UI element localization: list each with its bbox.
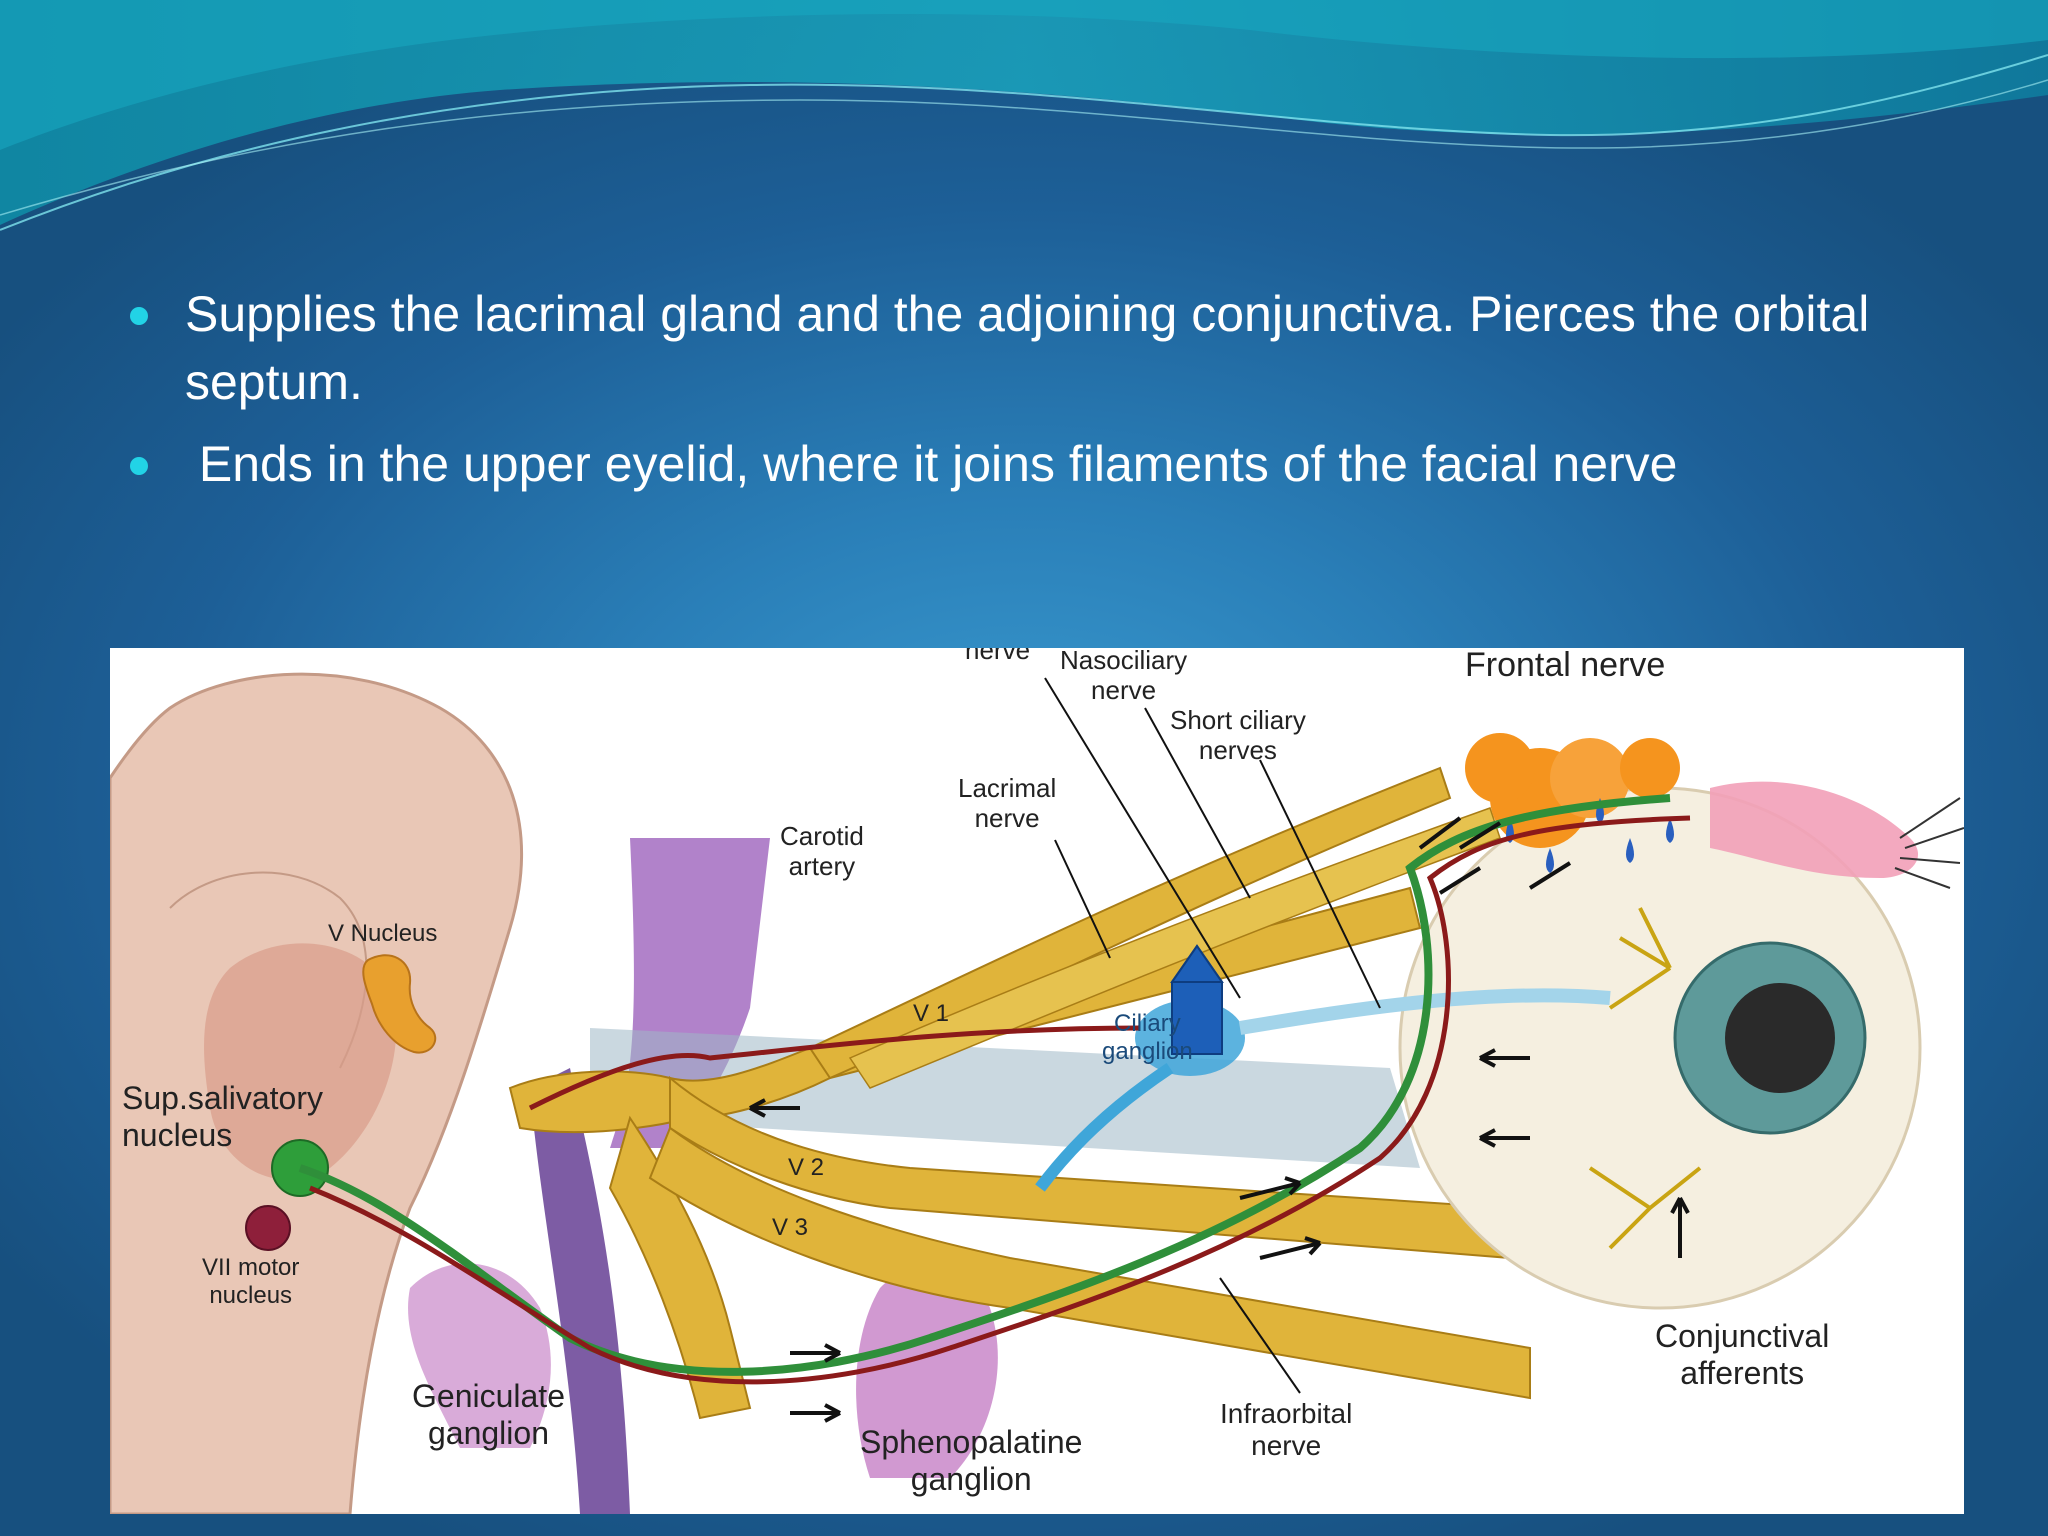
label-geniculate-ganglion: Geniculate ganglion — [412, 1378, 565, 1451]
label-v1: V 1 — [913, 1000, 950, 1027]
bullet-item: Ends in the upper eyelid, where it joins… — [125, 430, 1885, 498]
label-conjunctival-afferents: Conjunctival afferents — [1655, 1318, 1830, 1391]
label-sphenopalatine-ganglion: Sphenopalatine ganglion — [860, 1424, 1083, 1497]
label-frontal-nerve: Frontal nerve — [1465, 648, 1666, 684]
bullet-list: Supplies the lacrimal gland and the adjo… — [125, 280, 1885, 510]
label-sup-salivatory-nucleus: Sup.salivatory nucleus — [122, 1080, 323, 1153]
bullet-item: Supplies the lacrimal gland and the adjo… — [125, 280, 1885, 416]
label-lacrimal-nerve: Lacrimal nerve — [958, 773, 1057, 833]
anatomy-figure: nerve Nasociliary nerve Frontal nerve Sh… — [110, 648, 1964, 1514]
label-ciliary-ganglion: Ciliary ganglion — [1102, 1010, 1193, 1065]
anatomy-illustration — [110, 672, 1964, 1514]
bullet-text: Supplies the lacrimal gland and the adjo… — [185, 286, 1870, 410]
bullet-text: Ends in the upper eyelid, where it joins… — [185, 436, 1678, 492]
bullet-dot-icon — [130, 307, 148, 325]
label-vii-motor-nucleus: VII motor nucleus — [202, 1254, 300, 1309]
label-nasociliary-nerve: Nasociliary nerve — [1060, 648, 1188, 705]
bullet-dot-icon — [130, 457, 148, 475]
label-v3: V 3 — [772, 1214, 809, 1241]
label-v-nucleus: V Nucleus — [328, 920, 438, 947]
label-short-ciliary-nerves: Short ciliary nerves — [1170, 705, 1306, 765]
label-nerve-top: nerve — [965, 648, 1031, 665]
label-v2: V 2 — [788, 1154, 825, 1181]
label-infraorbital-nerve: Infraorbital nerve — [1220, 1398, 1353, 1462]
label-carotid-artery: Carotid artery — [780, 821, 864, 881]
header-wave-decoration — [0, 0, 2048, 231]
